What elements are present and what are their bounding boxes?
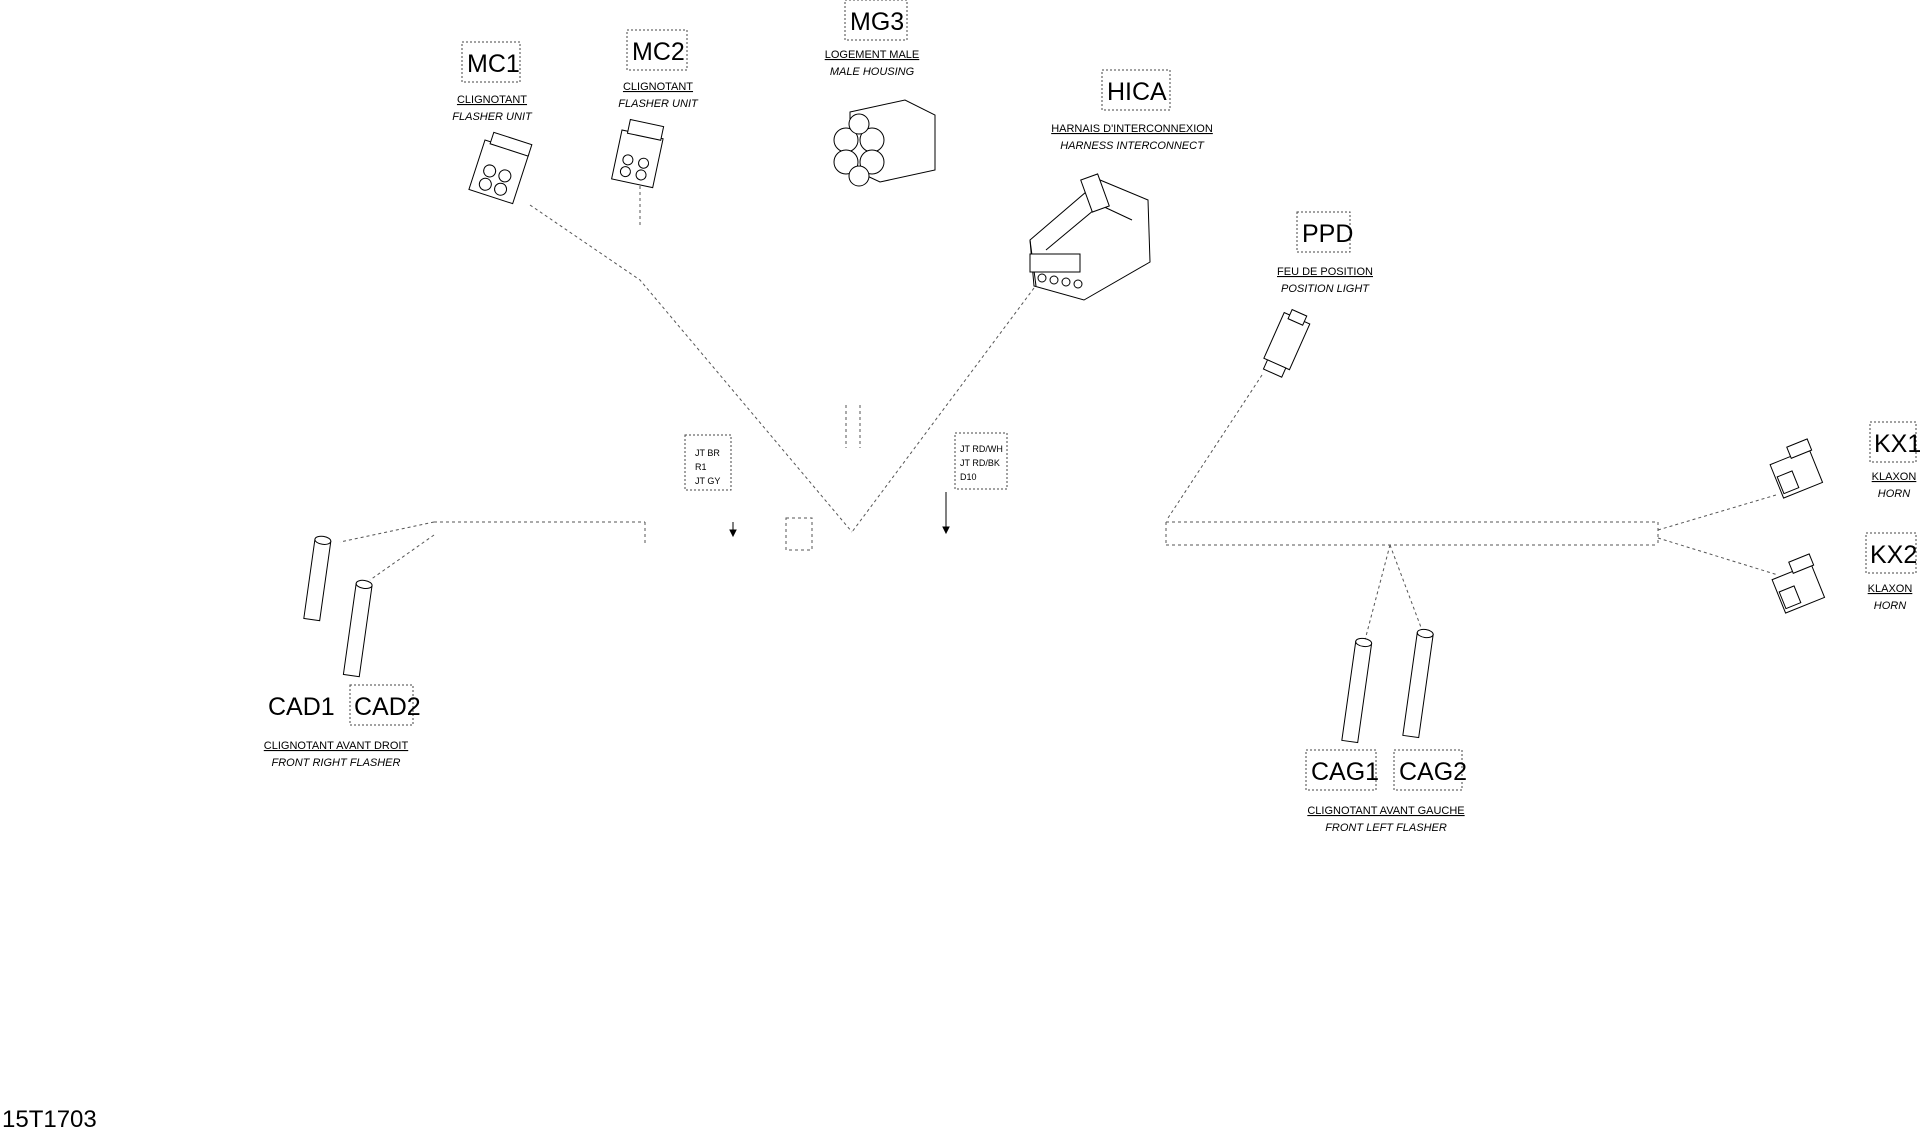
cag-label-en: FRONT LEFT FLASHER — [1325, 822, 1447, 834]
cag2-flasher-icon — [1402, 628, 1434, 739]
wire-label-right-1: JT RD/WH — [960, 444, 1003, 454]
kx1-label-fr: KLAXON — [1872, 471, 1917, 483]
kx1-code: KX1 — [1874, 430, 1920, 458]
hica-label-fr: HARNAIS D'INTERCONNEXION — [1051, 123, 1213, 135]
ppd-label-en: POSITION LIGHT — [1281, 283, 1370, 295]
harness-wires — [339, 180, 1779, 641]
cag2-code: CAG2 — [1399, 758, 1467, 786]
kx1-label-en: HORN — [1878, 488, 1910, 500]
ppd-code: PPD — [1302, 220, 1353, 248]
mc2-label-fr: CLIGNOTANT — [623, 81, 693, 93]
kx2-code: KX2 — [1870, 541, 1917, 569]
mc1-label-fr: CLIGNOTANT — [457, 94, 527, 106]
wire-label-left-3: JT GY — [695, 476, 720, 486]
mc2-connector-icon — [611, 118, 665, 189]
kx1-horn-connector-icon — [1769, 438, 1824, 499]
cad2-flasher-icon — [342, 579, 373, 678]
mg3-label-en: MALE HOUSING — [830, 66, 915, 78]
hica-code: HICA — [1107, 78, 1167, 106]
cag-label-fr: CLIGNOTANT AVANT GAUCHE — [1307, 805, 1464, 817]
mg3-label-fr: LOGEMENT MALE — [825, 49, 920, 61]
wire-label-left-2: R1 — [695, 462, 707, 472]
cag1-flasher-icon — [1341, 637, 1373, 744]
junction-arrows — [729, 492, 950, 538]
cad1-code: CAD1 — [268, 693, 335, 721]
code-label-frames — [349, 0, 1917, 791]
kx2-label-en: HORN — [1874, 600, 1906, 612]
cad1-flasher-icon — [303, 535, 332, 622]
mc1-connector-icon — [468, 131, 533, 205]
ppd-connector-icon — [1262, 308, 1311, 378]
mc2-label-en: FLASHER UNIT — [618, 98, 699, 110]
mg3-code: MG3 — [850, 8, 904, 36]
mc2-code: MC2 — [632, 38, 685, 66]
cad-label-en: FRONT RIGHT FLASHER — [272, 757, 401, 769]
mc1-code: MC1 — [467, 50, 520, 78]
ppd-label-fr: FEU DE POSITION — [1277, 266, 1373, 278]
hica-connector-icon — [1029, 173, 1151, 301]
wire-label-right-2: JT RD/BK — [960, 458, 1000, 468]
wire-label-left-1: JT BR — [695, 448, 720, 458]
diagram-reference-number: 15T1703 — [2, 1106, 97, 1133]
hica-label-en: HARNESS INTERCONNECT — [1060, 140, 1205, 152]
mg3-housing-icon — [833, 99, 936, 187]
wire-label-right-3: D10 — [960, 472, 977, 482]
kx2-horn-connector-icon — [1771, 553, 1826, 614]
kx2-label-fr: KLAXON — [1868, 583, 1913, 595]
cag1-code: CAG1 — [1311, 758, 1379, 786]
cad-label-fr: CLIGNOTANT AVANT DROIT — [264, 740, 409, 752]
cad2-code: CAD2 — [354, 693, 421, 721]
mc1-label-en: FLASHER UNIT — [452, 111, 533, 123]
